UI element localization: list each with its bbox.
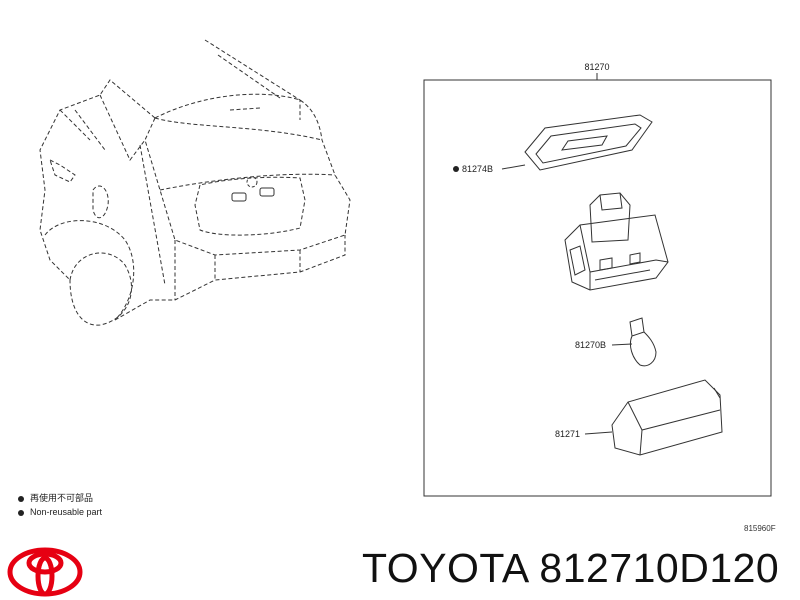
bulb-part-label: 81270B [575, 340, 606, 350]
legend-en: Non-reusable part [18, 507, 102, 518]
lens-part-label: 81271 [555, 429, 580, 439]
car-rear-illustration [39, 39, 351, 326]
gasket-part-label: 81274B [462, 164, 493, 174]
parts-frame [423, 79, 772, 497]
gasket-leader [501, 164, 526, 170]
lens-leader [584, 431, 613, 435]
car-license-lamps [231, 176, 275, 202]
lens-illustration [611, 379, 723, 456]
gasket-illustration [524, 114, 653, 171]
lamp-housing-illustration [564, 192, 669, 291]
non-reusable-marker [453, 166, 459, 172]
toyota-logo-icon [7, 547, 83, 597]
legend-en-text: Non-reusable part [30, 507, 103, 517]
figure-code: 815960F [744, 524, 776, 533]
bulb-leader [611, 343, 633, 346]
legend-jp-text: 再使用不可部品 [30, 493, 94, 503]
bulb-illustration [629, 317, 657, 367]
legend-jp: 再使用不可部品 [18, 493, 93, 504]
legend-dot-icon [18, 495, 24, 502]
legend-dot-icon [18, 509, 24, 516]
assembly-part-label: 81270 [584, 62, 609, 72]
page-title: TOYOTA 812710D120 [362, 545, 780, 591]
